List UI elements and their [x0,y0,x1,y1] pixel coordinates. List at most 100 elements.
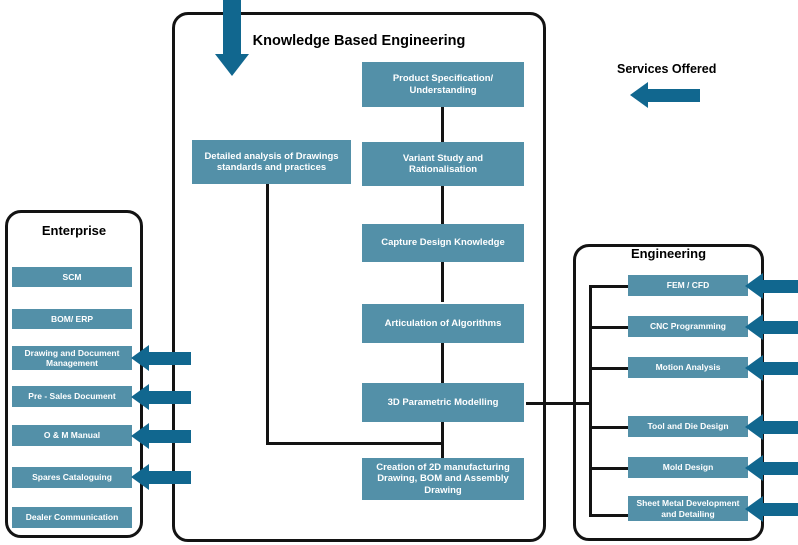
input-flow-arrow-shaft [223,0,241,56]
box-tool-and-die-design[interactable]: Tool and Die Design [628,416,748,437]
service-arrow-head [745,273,763,299]
input-flow-arrow-head [215,54,249,76]
service-arrow-cnc-programming [745,314,798,340]
service-arrow-head [131,464,149,490]
engineering-bracket-branch-motion [589,367,630,370]
box-variant-study-line2: Rationalisation [408,164,478,175]
box-cnc-programming[interactable]: CNC Programming [628,316,748,337]
service-arrow-head [745,414,763,440]
box-o-m-manual-label: O & M Manual [43,430,101,441]
connector-variant-to-capture [441,186,444,225]
engineering-bracket-branch-mold [589,467,630,470]
box-o-m-manual[interactable]: O & M Manual [12,425,132,446]
box-product-specification-line1: Product Specification/ [392,73,494,85]
box-motion-analysis[interactable]: Motion Analysis [628,357,748,378]
box-product-specification-line2: Understanding [409,84,477,96]
connector-3d-to-creation2d [441,422,444,458]
connector-detailedanalysis-down [266,184,269,445]
box-capture-design-knowledge[interactable]: Capture Design Knowledge [362,224,524,262]
box-drawing-document-management-line2: Management [46,358,98,368]
engineering-bracket-branch-tooldie [589,426,630,429]
connector-capture-to-articulation [441,262,444,302]
service-arrow-shaft [761,280,798,293]
connector-productspec-to-variant [441,106,444,144]
box-dealer-communication-label: Dealer Communication [25,512,119,523]
service-arrow-head [131,423,149,449]
box-drawing-document-management[interactable]: Drawing and Document Management [12,346,132,370]
service-arrow-head [745,496,763,522]
service-arrow-sheet-metal-development [745,496,798,522]
box-fem-cfd-label: FEM / CFD [666,280,710,291]
service-arrow-o-m-manual [131,423,191,449]
service-arrow-shaft [147,471,191,484]
box-mold-design[interactable]: Mold Design [628,457,748,478]
service-arrow-head [131,345,149,371]
box-motion-analysis-label: Motion Analysis [655,362,721,373]
box-pre-sales-document-label: Pre - Sales Document [28,391,116,402]
service-arrow-shaft [147,430,191,443]
input-flow-arrow [215,0,249,76]
service-arrow-head [131,384,149,410]
box-sheet-metal-development-line2: and Detailing [661,508,715,519]
box-pre-sales-document[interactable]: Pre - Sales Document [12,386,132,407]
box-sheet-metal-development-line1: Sheet Metal Development [636,498,740,509]
connector-3d-to-engineering [526,402,591,405]
service-arrow-spares-cataloguing [131,464,191,490]
box-mold-design-label: Mold Design [662,462,714,473]
engineering-panel-title: Engineering [630,246,707,261]
box-variant-study[interactable]: Variant Study and Rationalisation [362,142,524,186]
box-articulation-of-algorithms-label: Articulation of Algorithms [384,317,502,329]
kbe-panel-title: Knowledge Based Engineering [252,33,466,49]
box-bom-erp-label: BOM/ ERP [50,313,94,324]
box-bom-erp[interactable]: BOM/ ERP [12,309,132,329]
box-detailed-analysis-line1: Detailed analysis of Drawings [204,150,339,162]
box-drawing-document-management-line1: Drawing and Document [24,347,120,358]
box-creation-2d-manufacturing-line1: Creation of 2D manufacturing [376,462,510,474]
box-creation-2d-manufacturing-line2: Drawing, BOM and Assembly Drawing [377,473,509,496]
engineering-bracket-spine [589,285,592,517]
legend-arrow-shaft [648,89,700,102]
service-arrow-pre-sales-document [131,384,191,410]
box-scm[interactable]: SCM [12,267,132,287]
service-arrow-head [745,355,763,381]
box-detailed-analysis[interactable]: Detailed analysis of Drawings standards … [192,140,351,184]
service-arrow-mold-design [745,455,798,481]
connector-detailedanalysis-right [266,442,444,445]
service-arrow-shaft [761,362,798,375]
box-cnc-programming-label: CNC Programming [649,321,727,332]
panel-enterprise [5,210,143,538]
engineering-bracket-branch-cnc [589,326,630,329]
box-dealer-communication[interactable]: Dealer Communication [12,507,132,528]
legend-services-offered-arrow [630,82,700,108]
service-arrow-shaft [147,391,191,404]
connector-articulation-to-3d [441,343,444,383]
box-creation-2d-manufacturing[interactable]: Creation of 2D manufacturing Drawing, BO… [362,458,524,500]
service-arrow-shaft [147,352,191,365]
service-arrow-head [745,314,763,340]
box-product-specification[interactable]: Product Specification/ Understanding [362,62,524,107]
service-arrow-shaft [761,503,798,516]
box-sheet-metal-development[interactable]: Sheet Metal Development and Detailing [628,496,748,521]
service-arrow-head [745,455,763,481]
box-spares-cataloguing[interactable]: Spares Cataloguing [12,467,132,488]
box-capture-design-knowledge-label: Capture Design Knowledge [381,237,505,249]
service-arrow-fem-cfd [745,273,798,299]
box-tool-and-die-design-label: Tool and Die Design [647,421,729,432]
box-variant-study-line1: Variant Study and [402,152,484,164]
box-scm-label: SCM [62,271,82,282]
enterprise-panel-title: Enterprise [41,223,107,238]
box-fem-cfd[interactable]: FEM / CFD [628,275,748,296]
service-arrow-drawing-document-management [131,345,191,371]
panel-knowledge-based-engineering [172,12,546,542]
engineering-bracket-branch-sheetmetal [589,514,630,517]
box-articulation-of-algorithms[interactable]: Articulation of Algorithms [362,304,524,343]
box-3d-parametric-modelling[interactable]: 3D Parametric Modelling [362,383,524,422]
box-3d-parametric-modelling-label: 3D Parametric Modelling [387,396,499,408]
panel-engineering [573,244,764,541]
box-spares-cataloguing-label: Spares Cataloguing [32,472,112,483]
service-arrow-shaft [761,421,798,434]
service-arrow-shaft [761,321,798,334]
legend-services-offered-label: Services Offered [617,62,717,76]
legend-arrow-head [630,82,648,108]
